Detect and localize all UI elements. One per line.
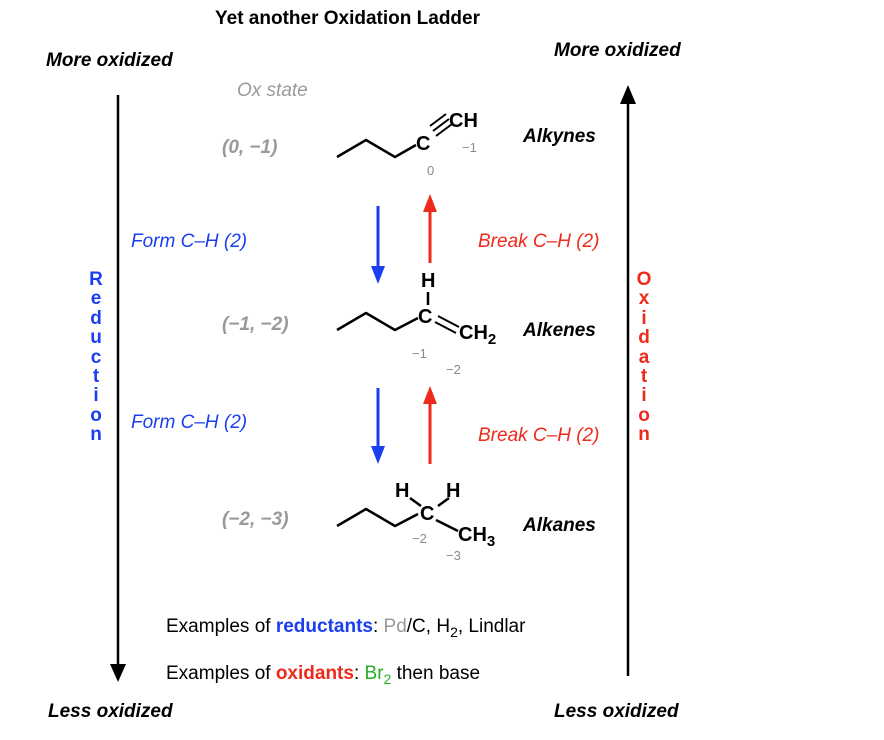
oxidants-example: Examples of oxidants: Br2 then base xyxy=(166,663,481,687)
ox-state-header: Ox state xyxy=(237,80,308,101)
reductant-lindlar: , Lindlar xyxy=(457,616,526,637)
alkyne-triple-bond xyxy=(429,113,453,137)
oxidation-vertical-word-letter: i xyxy=(641,385,647,407)
alkyne-ox-states: (0, −1) xyxy=(222,137,278,158)
alkene-carbon-state-1: −1 xyxy=(412,346,427,361)
alkane-central-carbon: C xyxy=(420,503,435,525)
right-bottom-label: Less oxidized xyxy=(554,701,679,722)
left-top-label: More oxidized xyxy=(46,50,173,71)
diagram-title: Yet another Oxidation Ladder xyxy=(215,8,480,29)
alkene-carbon-state-2: −2 xyxy=(446,362,461,377)
alkane-hydrogen-right: H xyxy=(446,480,461,502)
right-axis-arrowhead xyxy=(620,85,636,104)
alkene-ch2-subscript: 2 xyxy=(487,331,497,348)
reduce-arrow-1-head xyxy=(371,266,385,284)
reductants-example: Examples of reductants: Pd/C, H2, Lindla… xyxy=(166,616,526,640)
reduction-vertical-word-letter: d xyxy=(90,307,102,329)
alkyne-terminal-ch: CH xyxy=(449,110,478,132)
oxidize-arrow-1-head xyxy=(423,194,437,212)
left-axis-arrowhead xyxy=(110,664,126,682)
reductants-keyword: reductants xyxy=(275,616,373,637)
oxidant-br: Br xyxy=(364,663,384,684)
alkane-hydrogen-left: H xyxy=(395,480,410,502)
reduction-vertical-word-letter: n xyxy=(90,424,102,446)
oxidation-vertical-word-letter: a xyxy=(638,346,650,368)
oxidation-vertical-word-letter: x xyxy=(638,288,650,310)
oxidants-prefix: Examples of xyxy=(166,663,276,684)
reduction-vertical-word-letter: o xyxy=(90,404,102,426)
alkyne-central-carbon: C xyxy=(416,133,431,155)
reductant-h2-subscript: 2 xyxy=(450,624,458,640)
reduction-vertical-word-letter: R xyxy=(89,269,103,290)
alkene-ox-states: (−1, −2) xyxy=(222,314,289,335)
family-alkanes: Alkanes xyxy=(523,515,596,536)
oxidize-label-2: Break C–H (2) xyxy=(478,425,600,446)
alkane-terminal-ch3: CH3 xyxy=(458,524,496,550)
reduction-vertical-word-letter: i xyxy=(93,385,99,407)
alkene-chain xyxy=(336,311,419,332)
reductant-pdc-h: /C, H xyxy=(406,616,451,637)
family-alkenes: Alkenes xyxy=(523,320,596,341)
oxidation-vertical-word-letter: t xyxy=(640,366,648,388)
alkane-chain xyxy=(336,507,419,528)
alkene-terminal-ch2: CH2 xyxy=(459,322,497,348)
alkene-double-bond xyxy=(434,315,460,334)
alkane-ch-bond-left xyxy=(409,496,422,508)
reductants-colon: : xyxy=(372,616,384,637)
reductant-pd: Pd xyxy=(383,616,407,637)
alkane-carbon-state-1: −2 xyxy=(412,531,427,546)
alkane-ch-bond-right xyxy=(437,496,450,508)
oxidants-keyword: oxidants xyxy=(275,663,354,684)
reduction-vertical-word-letter: u xyxy=(90,327,102,349)
reduce-arrow-2-head xyxy=(371,446,385,464)
reduction-vertical-word-letter: c xyxy=(90,346,102,368)
alkyne-carbon-state-1: 0 xyxy=(427,163,435,178)
oxidant-then-base: then base xyxy=(391,663,481,684)
alkene-hydrogen: H xyxy=(421,270,436,292)
alkane-ch3-subscript: 3 xyxy=(486,533,496,550)
left-bottom-label: Less oxidized xyxy=(48,701,173,722)
right-top-label: More oxidized xyxy=(554,40,681,61)
oxidants-colon: : xyxy=(353,663,365,684)
alkyne-chain xyxy=(336,138,417,159)
oxidant-br2-subscript: 2 xyxy=(383,671,392,687)
oxidize-arrow-2-head xyxy=(423,386,437,404)
reduction-vertical-word-letter: t xyxy=(92,366,100,388)
oxidation-vertical-word-letter: i xyxy=(641,307,647,329)
reduce-label-2: Form C–H (2) xyxy=(131,412,248,433)
alkane-cc-bond xyxy=(435,518,459,533)
family-alkynes: Alkynes xyxy=(523,126,596,147)
alkene-central-carbon: C xyxy=(418,306,433,328)
reductants-prefix: Examples of xyxy=(166,616,276,637)
alkane-ox-states: (−2, −3) xyxy=(222,509,289,530)
oxidize-label-1: Break C–H (2) xyxy=(478,231,600,252)
oxidation-vertical-word-letter: o xyxy=(638,404,650,426)
reduction-vertical-word-letter: e xyxy=(90,288,102,310)
oxidation-vertical-word-letter: n xyxy=(638,424,650,446)
oxidation-vertical-word-letter: O xyxy=(636,269,652,290)
oxidation-vertical-word-letter: d xyxy=(638,327,650,349)
alkane-carbon-state-2: −3 xyxy=(446,548,461,563)
alkyne-carbon-state-2: −1 xyxy=(462,140,477,155)
reduce-label-1: Form C–H (2) xyxy=(131,231,248,252)
